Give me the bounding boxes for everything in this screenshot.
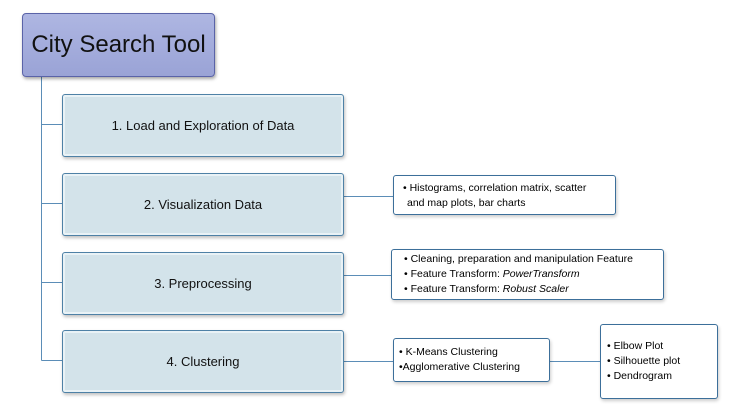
note-item: • Cleaning, preparation and manipulation… [404,253,633,265]
note-line: • Histograms, correlation matrix, scatte… [403,182,587,194]
preprocessing-note: • Cleaning, preparation and manipulation… [391,249,664,300]
note-item: • Elbow Plot [607,340,664,352]
evaluation-note: • Elbow Plot • Silhouette plot • Dendrog… [600,324,718,399]
note-item: • Silhouette plot [607,355,681,367]
clustering-note: • K-Means Clustering •Agglomerative Clus… [393,338,550,382]
step-label: 4. Clustering [166,354,240,369]
visualization-note: • Histograms, correlation matrix, scatte… [393,175,616,215]
note-item: • K-Means Clustering [399,346,498,358]
root-title: City Search Tool [31,31,206,58]
step-visualization: 2. Visualization Data [62,173,344,236]
note-item: • Feature Transform: PowerTransform [404,268,580,280]
step-load-data: 1. Load and Exploration of Data [62,94,344,157]
root-node: City Search Tool [22,13,215,77]
step-clustering: 4. Clustering [62,330,344,393]
note-item: • Dendrogram [607,370,672,382]
step-preprocessing: 3. Preprocessing [62,252,344,315]
step-label: 3. Preprocessing [154,276,252,291]
note-line: and map plots, bar charts [407,197,526,209]
note-item: •Agglomerative Clustering [399,361,520,373]
step-label: 1. Load and Exploration of Data [111,118,295,133]
step-label: 2. Visualization Data [143,197,263,212]
note-item: • Feature Transform: Robust Scaler [404,283,569,295]
